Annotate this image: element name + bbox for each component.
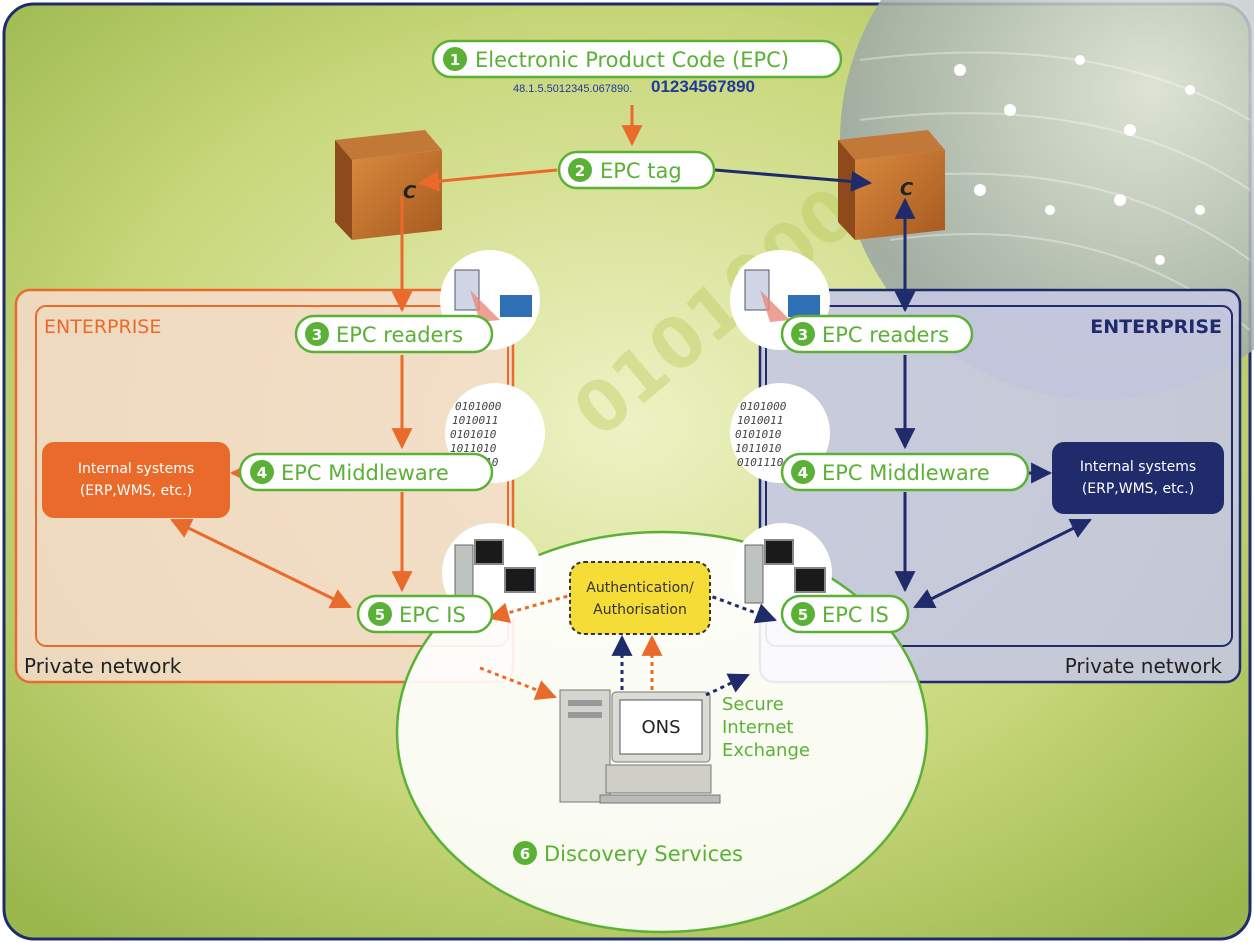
product-box-right: C	[838, 130, 945, 240]
svg-text:0101000: 0101000	[455, 400, 502, 413]
pill-epc-tag: 2 EPC tag	[557, 150, 716, 190]
pill-left-epcis: 5 EPC IS	[356, 594, 494, 634]
svg-text:0101010: 0101010	[450, 428, 497, 441]
svg-text:Discovery Services: Discovery Services	[544, 842, 743, 866]
svg-text:1010011: 1010011	[452, 414, 498, 427]
authentication-box: Authentication/ Authorisation	[569, 561, 711, 635]
right-enterprise-label: ENTERPRISE	[1090, 316, 1222, 338]
svg-text:EPC IS: EPC IS	[399, 603, 466, 627]
epc-number-small: 48.1.5.5012345.067890.	[513, 83, 632, 95]
epc-number-large: 01234567890	[651, 77, 755, 96]
svg-text:2: 2	[575, 162, 585, 180]
pill-label: Electronic Product Code (EPC)	[475, 48, 789, 72]
svg-text:(ERP,WMS, etc.): (ERP,WMS, etc.)	[80, 483, 192, 499]
svg-text:5: 5	[798, 606, 808, 624]
svg-text:Internal systems: Internal systems	[78, 461, 194, 477]
svg-text:Authentication/: Authentication/	[586, 580, 694, 596]
dotted-auth-to-left-epcis	[487, 592, 576, 623]
secure-internet-exchange-label: Secure Internet Exchange	[722, 694, 810, 761]
svg-text:1010011: 1010011	[737, 414, 783, 427]
epc-number: 48.1.5.5012345.067890. 01234567890	[513, 77, 755, 96]
svg-text:0101000: 0101000	[740, 400, 787, 413]
svg-text:1011010: 1011010	[450, 442, 497, 455]
right-private-network-label: Private network	[1065, 654, 1223, 678]
svg-text:EPC Middleware: EPC Middleware	[281, 461, 449, 485]
svg-text:Exchange: Exchange	[722, 740, 810, 761]
svg-text:Authorisation: Authorisation	[593, 602, 687, 618]
svg-text:0101110: 0101110	[737, 456, 784, 469]
svg-text:EPC tag: EPC tag	[600, 159, 682, 183]
discovery-services-label: 6 Discovery Services	[513, 841, 743, 866]
left-internal-systems-box: Internal systems (ERP,WMS, etc.)	[42, 442, 230, 518]
right-internal-systems-box: Internal systems (ERP,WMS, etc.)	[1052, 442, 1224, 514]
box-letter-left: C	[403, 182, 417, 203]
left-private-network-label: Private network	[24, 654, 182, 678]
svg-text:(ERP,WMS, etc.): (ERP,WMS, etc.)	[1082, 481, 1194, 497]
arrow-tag-to-left-box	[417, 168, 558, 192]
ons-label: ONS	[641, 717, 680, 738]
box-letter-right: C	[900, 179, 914, 200]
svg-text:3: 3	[312, 326, 322, 344]
svg-text:Secure: Secure	[722, 694, 784, 715]
pill-right-readers: 3 EPC readers	[780, 314, 974, 354]
svg-text:EPC readers: EPC readers	[822, 323, 949, 347]
dotted-left-to-ons	[479, 666, 557, 700]
svg-text:5: 5	[375, 606, 385, 624]
left-enterprise-label: ENTERPRISE	[44, 316, 161, 338]
arrow-tag-to-right-box	[714, 168, 873, 192]
pill-left-readers: 3 EPC readers	[294, 314, 494, 354]
svg-text:3: 3	[798, 326, 808, 344]
ons-server-picture	[559, 689, 721, 804]
pill-num: 1	[450, 51, 460, 69]
svg-text:Internal systems: Internal systems	[1080, 459, 1196, 475]
svg-text:EPC IS: EPC IS	[822, 603, 889, 627]
svg-text:4: 4	[798, 464, 808, 482]
svg-text:0101010: 0101010	[735, 428, 782, 441]
svg-text:4: 4	[257, 464, 267, 482]
svg-text:EPC readers: EPC readers	[336, 323, 463, 347]
svg-text:1011010: 1011010	[735, 442, 782, 455]
pill-right-epcis: 5 EPC IS	[780, 594, 910, 634]
product-box-left: C	[335, 130, 442, 240]
svg-text:Internet: Internet	[722, 717, 793, 738]
pill-electronic-product-code: 1 Electronic Product Code (EPC)	[431, 39, 843, 79]
pill-left-middleware: 4 EPC Middleware	[238, 452, 494, 492]
svg-text:6: 6	[520, 845, 530, 863]
arrow-right-internal-epcis	[913, 518, 1092, 609]
svg-text:EPC Middleware: EPC Middleware	[822, 461, 990, 485]
pill-right-middleware: 4 EPC Middleware	[780, 452, 1030, 492]
arrow-left-internal-epcis	[170, 518, 352, 609]
